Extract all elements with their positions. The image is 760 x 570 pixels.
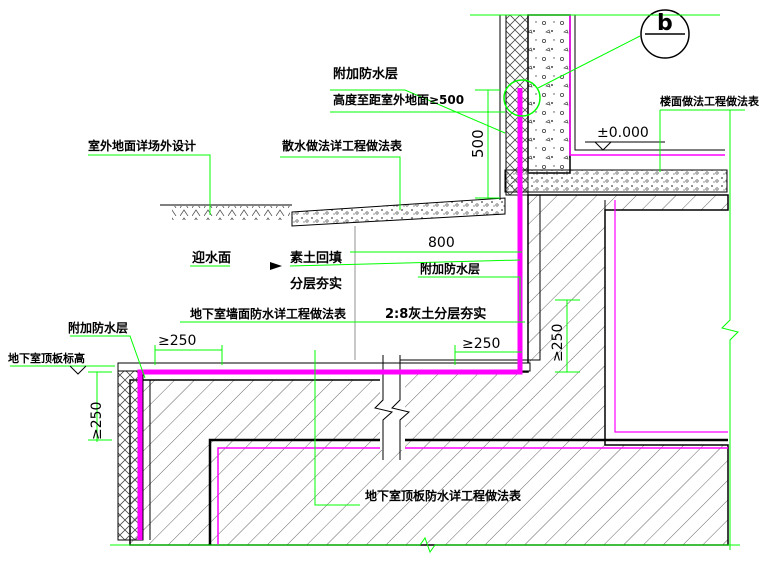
water-face-arrow xyxy=(270,262,282,270)
dim-500: 500 xyxy=(469,129,487,158)
dim-800: 800 xyxy=(428,235,455,251)
break-line xyxy=(374,355,411,460)
label-roof-waterproof: 地下室顶板防水详工程做法表 xyxy=(365,488,522,503)
label-extra-waterproof-left: 附加防水层 xyxy=(68,320,128,335)
label-lime-soil: 2:8灰土分层夯实 xyxy=(385,306,486,322)
label-elevation: ±0.000 xyxy=(597,125,649,141)
dimension-labels: 500 800 ≥250 ≥250 ≥250 ≥250 xyxy=(89,129,566,440)
detail-callout xyxy=(503,9,690,117)
waterproof-membrane xyxy=(137,88,523,540)
label-water-face: 迎水面 xyxy=(192,250,231,266)
dim-250-left: ≥250 xyxy=(158,333,196,349)
label-apron: 散水做法详工程做法表 xyxy=(282,138,403,153)
dim-250-right: ≥250 xyxy=(462,336,500,352)
annotation-labels: 附加防水层 高度至距室外地面≥500 室外地面详场外设计 散水做法详工程做法表 … xyxy=(8,11,760,503)
dim-250-vertical-left: ≥250 xyxy=(89,402,105,440)
label-wall-waterproof: 地下室墙面防水详工程做法表 xyxy=(190,306,347,321)
label-basement-roof-elev: 地下室顶板标高 xyxy=(8,351,85,365)
label-extra-waterproof-top-1: 附加防水层 xyxy=(333,66,398,82)
upper-floor-slab xyxy=(504,15,728,193)
detail-tag: b xyxy=(657,11,673,36)
label-extra-waterproof-top-2: 高度至距室外地面≥500 xyxy=(333,92,464,107)
upper-wall xyxy=(499,14,571,200)
elevation-marker xyxy=(585,141,665,151)
label-extra-waterproof-mid: 附加防水层 xyxy=(420,261,480,276)
label-backfill-2: 分层夯实 xyxy=(290,276,342,292)
ground-soil xyxy=(160,197,506,360)
basement-room-outline xyxy=(208,200,728,545)
leader-lines xyxy=(70,89,745,506)
frame-lines xyxy=(96,14,740,554)
label-floor-finish: 楼面做法工程做法表 xyxy=(660,94,760,108)
label-backfill-1: 素土回填 xyxy=(290,250,342,266)
roof-elevation-marker xyxy=(10,365,115,375)
dim-250-vertical-right: ≥250 xyxy=(550,324,566,362)
label-outdoor-ground: 室外地面详场外设计 xyxy=(88,138,196,153)
